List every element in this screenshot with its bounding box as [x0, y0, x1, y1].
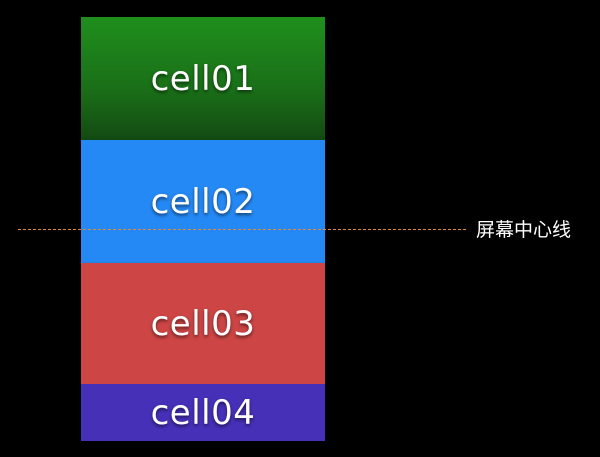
- table-cell-02[interactable]: cell02: [81, 140, 325, 263]
- cell-label: cell04: [150, 392, 256, 433]
- table-cell-01[interactable]: cell01: [81, 17, 325, 140]
- cell-label: cell03: [150, 303, 256, 344]
- table-cell-04[interactable]: cell04: [81, 384, 325, 441]
- table-cell-03[interactable]: cell03: [81, 263, 325, 384]
- screen-center-line: [18, 229, 466, 230]
- table-view: cell01 cell02 cell03 cell04: [81, 17, 325, 441]
- cell-label: cell02: [150, 181, 256, 222]
- cell-label: cell01: [150, 58, 256, 99]
- screen-center-label: 屏幕中心线: [476, 219, 572, 241]
